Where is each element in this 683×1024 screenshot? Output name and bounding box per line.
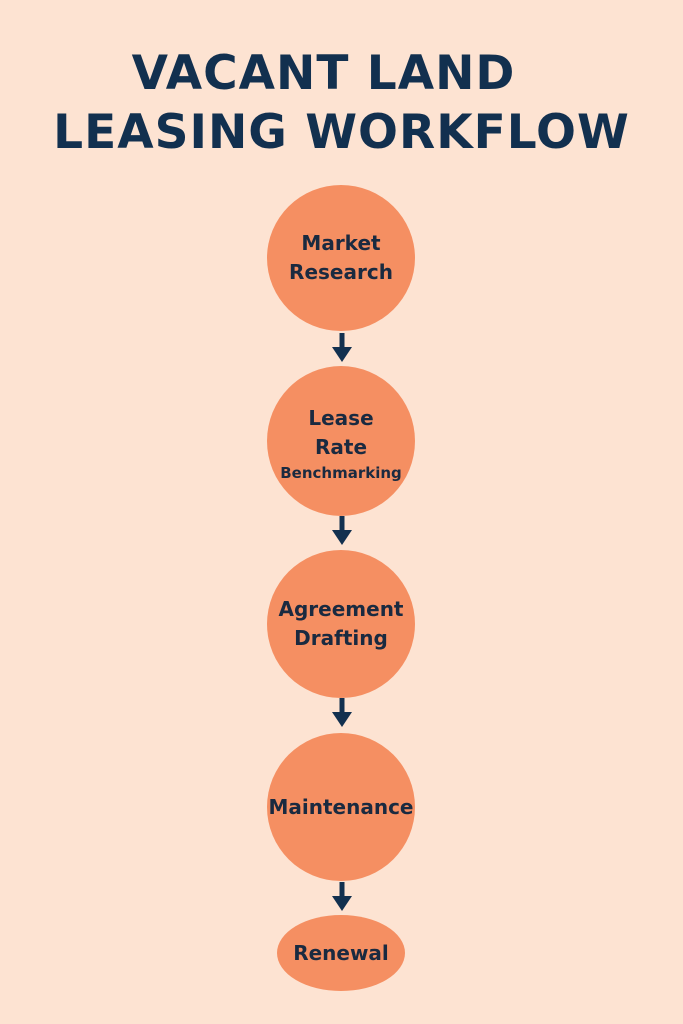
step-label-line: Rate bbox=[314, 435, 368, 459]
step-renewal: Renewal bbox=[277, 915, 405, 991]
step-label-line: Lease bbox=[308, 406, 374, 430]
step-label-line: Benchmarking bbox=[280, 464, 402, 482]
step-lease-rate-benchmarking: Lease Rate Benchmarking bbox=[267, 366, 415, 516]
step-label-line: Drafting bbox=[294, 626, 388, 650]
step-agreement-drafting: Agreement Drafting bbox=[267, 550, 415, 698]
step-label-line: Renewal bbox=[293, 940, 389, 965]
arrow-down-icon bbox=[332, 698, 352, 727]
arrow-down-icon bbox=[332, 333, 352, 362]
step-label-line: Maintenance bbox=[268, 794, 414, 819]
step-maintenance: Maintenance bbox=[267, 733, 415, 881]
step-label-line: Market bbox=[301, 231, 381, 255]
title-line-1: VACANT LAND bbox=[131, 46, 516, 101]
arrow-down-icon bbox=[332, 516, 352, 545]
arrow-down-icon bbox=[332, 882, 352, 911]
step-label-line: Agreement bbox=[278, 597, 404, 621]
step-label-line: Research bbox=[289, 260, 393, 284]
step-market-research: Market Research bbox=[267, 185, 415, 331]
title-line-2: LEASING WORKFLOW bbox=[53, 105, 630, 160]
